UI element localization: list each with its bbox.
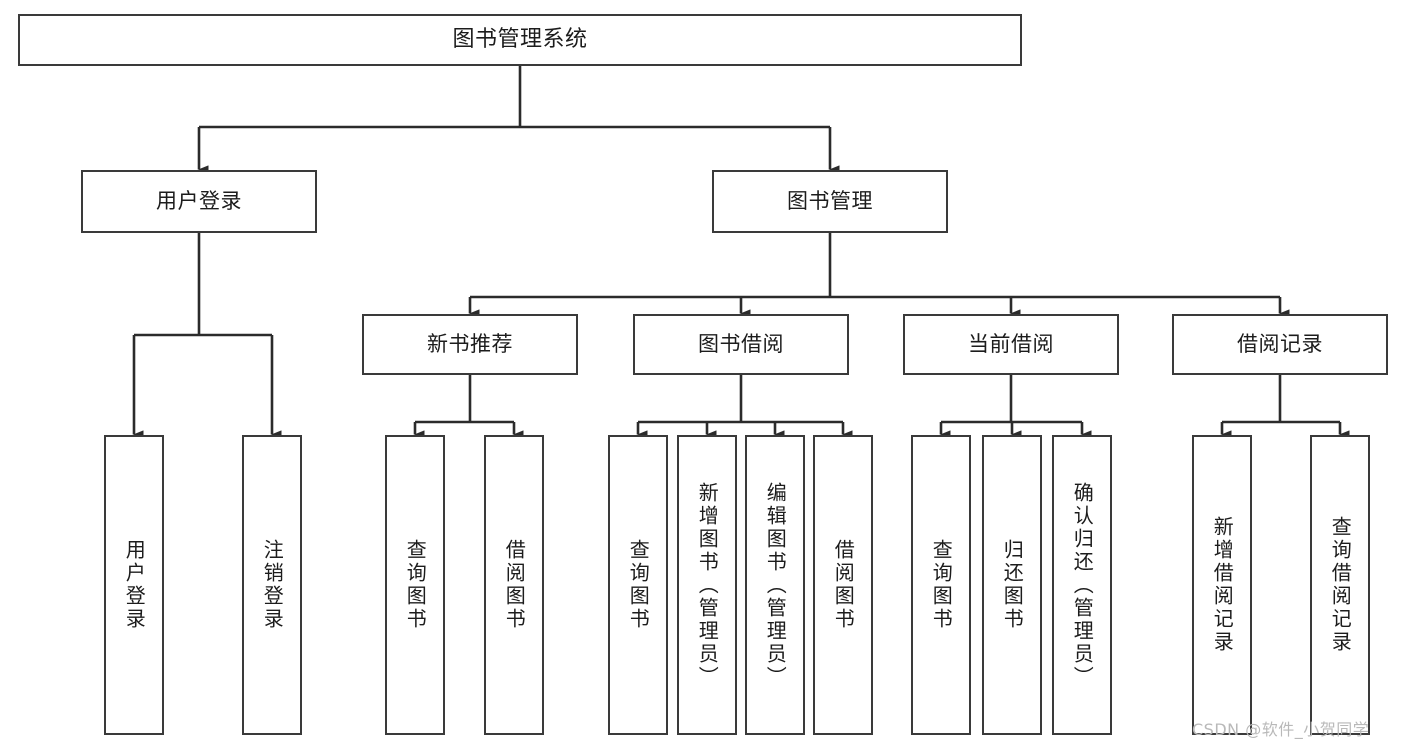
node-leaf-add-record[interactable]: 新增借阅记录	[1192, 435, 1252, 735]
node-borrow-record-label: 借阅记录	[1237, 331, 1323, 356]
node-leaf-add-book-label: 新增图书（管理员）	[695, 481, 720, 689]
watermark-text: CSDN @软件_小贺同学	[1192, 720, 1370, 739]
node-new-book-rec-label: 新书推荐	[427, 331, 513, 356]
node-new-book-rec[interactable]: 新书推荐	[362, 314, 578, 375]
node-leaf-query-book-1[interactable]: 查询图书	[385, 435, 445, 735]
node-leaf-add-book[interactable]: 新增图书（管理员）	[677, 435, 737, 735]
node-current-borrow[interactable]: 当前借阅	[903, 314, 1119, 375]
node-leaf-user-login[interactable]: 用户登录	[104, 435, 164, 735]
node-leaf-borrow-book-2-label: 借阅图书	[831, 539, 856, 631]
node-leaf-query-book-2-label: 查询图书	[626, 539, 651, 631]
node-book-manage-label: 图书管理	[787, 188, 873, 213]
node-leaf-confirm-return-label: 确认归还（管理员）	[1070, 481, 1095, 689]
node-book-borrow-label: 图书借阅	[698, 331, 784, 356]
node-current-borrow-label: 当前借阅	[968, 331, 1054, 356]
node-book-borrow[interactable]: 图书借阅	[633, 314, 849, 375]
node-leaf-query-record-label: 查询借阅记录	[1328, 516, 1353, 654]
node-leaf-query-book-1-label: 查询图书	[403, 539, 428, 631]
node-leaf-edit-book[interactable]: 编辑图书（管理员）	[745, 435, 805, 735]
node-leaf-borrow-book-2[interactable]: 借阅图书	[813, 435, 873, 735]
node-leaf-return-book[interactable]: 归还图书	[982, 435, 1042, 735]
node-leaf-add-record-label: 新增借阅记录	[1210, 516, 1235, 654]
node-user-login[interactable]: 用户登录	[81, 170, 317, 233]
node-root[interactable]: 图书管理系统	[18, 14, 1022, 66]
node-leaf-confirm-return[interactable]: 确认归还（管理员）	[1052, 435, 1112, 735]
node-leaf-query-record[interactable]: 查询借阅记录	[1310, 435, 1370, 735]
node-leaf-borrow-book-1-label: 借阅图书	[502, 539, 527, 631]
node-user-login-label: 用户登录	[156, 188, 242, 213]
node-leaf-borrow-book-1[interactable]: 借阅图书	[484, 435, 544, 735]
node-leaf-edit-book-label: 编辑图书（管理员）	[763, 481, 788, 689]
node-leaf-user-logout-label: 注销登录	[260, 539, 285, 631]
node-leaf-return-book-label: 归还图书	[1000, 539, 1025, 631]
node-leaf-query-book-3[interactable]: 查询图书	[911, 435, 971, 735]
node-borrow-record[interactable]: 借阅记录	[1172, 314, 1388, 375]
node-leaf-query-book-3-label: 查询图书	[929, 539, 954, 631]
node-leaf-user-login-label: 用户登录	[122, 539, 147, 631]
node-root-label: 图书管理系统	[452, 26, 588, 52]
node-leaf-query-book-2[interactable]: 查询图书	[608, 435, 668, 735]
node-leaf-user-logout[interactable]: 注销登录	[242, 435, 302, 735]
node-book-manage[interactable]: 图书管理	[712, 170, 948, 233]
